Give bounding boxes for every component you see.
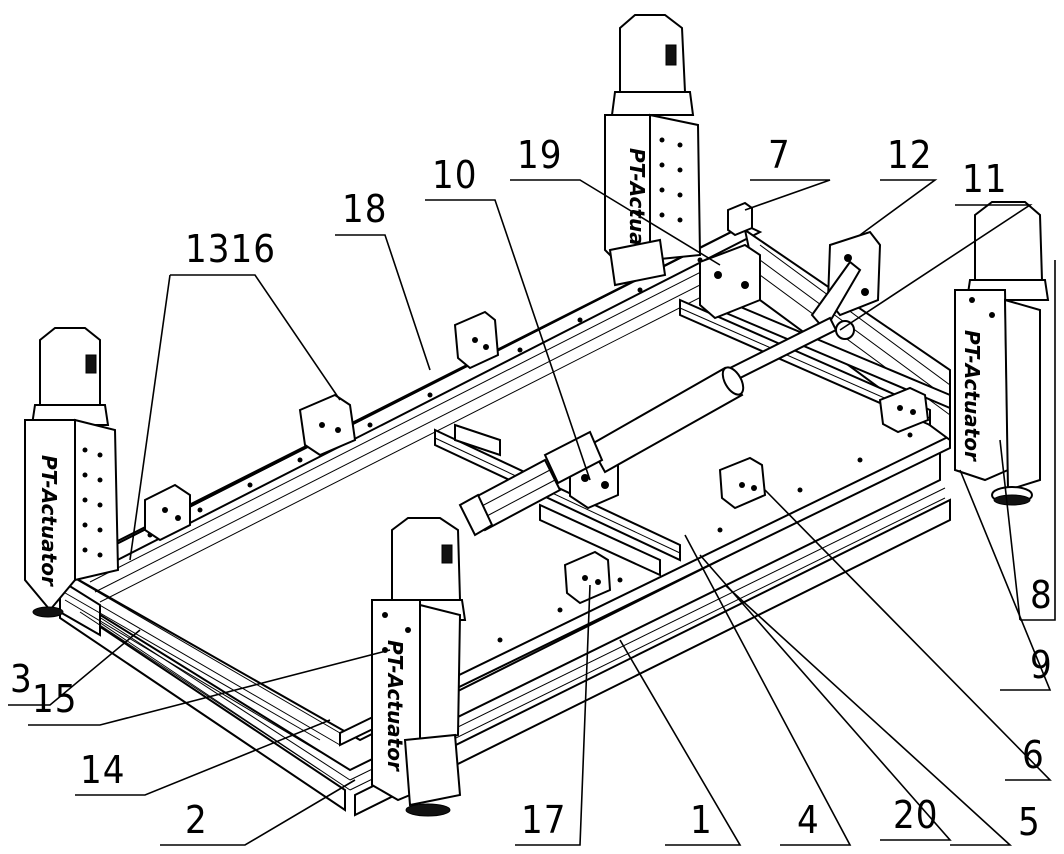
callout-10: 10 [432, 153, 478, 197]
callout-15: 15 [32, 677, 78, 721]
callout-11: 11 [962, 157, 1008, 201]
callout-20: 20 [893, 793, 939, 837]
column-right: PT-Actuator [954, 201, 1050, 506]
callouts: 1316 18 10 19 7 12 11 8 9 6 5 20 4 1 17 … [10, 133, 1053, 844]
bracket-back-3 [453, 310, 500, 370]
hinge-bracket-12 [810, 230, 882, 332]
motor-right [965, 201, 1050, 301]
callout-18: 18 [342, 187, 388, 231]
motor-back-left [30, 327, 110, 426]
bracket-back-1 [144, 483, 191, 542]
bracket-right [878, 386, 930, 434]
mounting-brackets [144, 201, 930, 605]
callout-5: 5 [1018, 800, 1041, 844]
column-back-left: PT-Actuator [24, 327, 120, 618]
lift-body-front [371, 599, 462, 817]
bracket-7 [727, 201, 753, 237]
lift-body-back-left [24, 418, 120, 618]
lift-holes-back-left [82, 447, 103, 558]
left-rail [59, 578, 321, 771]
front-rail [58, 448, 951, 817]
leader-lines [8, 179, 1056, 846]
callout-1316: 1316 [185, 227, 276, 271]
callout-17: 17 [521, 798, 567, 842]
callout-8: 8 [1030, 573, 1053, 617]
actuator-gearbox [543, 430, 604, 485]
motor-back-right [610, 14, 695, 116]
bracket-front-6 [718, 456, 767, 510]
actuator-motor [458, 458, 562, 537]
callout-9: 9 [1030, 643, 1053, 687]
callout-3: 3 [10, 657, 33, 701]
lift-holes-back-right [659, 137, 683, 223]
linear-actuator [458, 316, 855, 537]
callout-2: 2 [185, 798, 208, 842]
frame [58, 223, 951, 817]
column-front: PT-Actuator [371, 517, 467, 817]
callout-12: 12 [887, 133, 933, 177]
bracket-front-17 [563, 550, 612, 605]
end-block-19 [699, 243, 761, 320]
callout-6: 6 [1022, 733, 1045, 777]
bracket-back-2 [298, 393, 357, 457]
actuator-tube [588, 366, 745, 474]
callout-19: 19 [517, 133, 563, 177]
callout-1: 1 [690, 798, 713, 842]
callout-4: 4 [797, 798, 820, 842]
lift-body-right [954, 289, 1041, 506]
callout-7: 7 [768, 133, 791, 177]
brand-label-right: PT-Actuator [960, 330, 984, 462]
brand-label-back-left: PT-Actuator [37, 455, 61, 587]
callout-14: 14 [80, 748, 126, 792]
brand-label-front: PT-Actuator [383, 640, 407, 772]
column-back-right: PT-Actuator [604, 14, 702, 287]
